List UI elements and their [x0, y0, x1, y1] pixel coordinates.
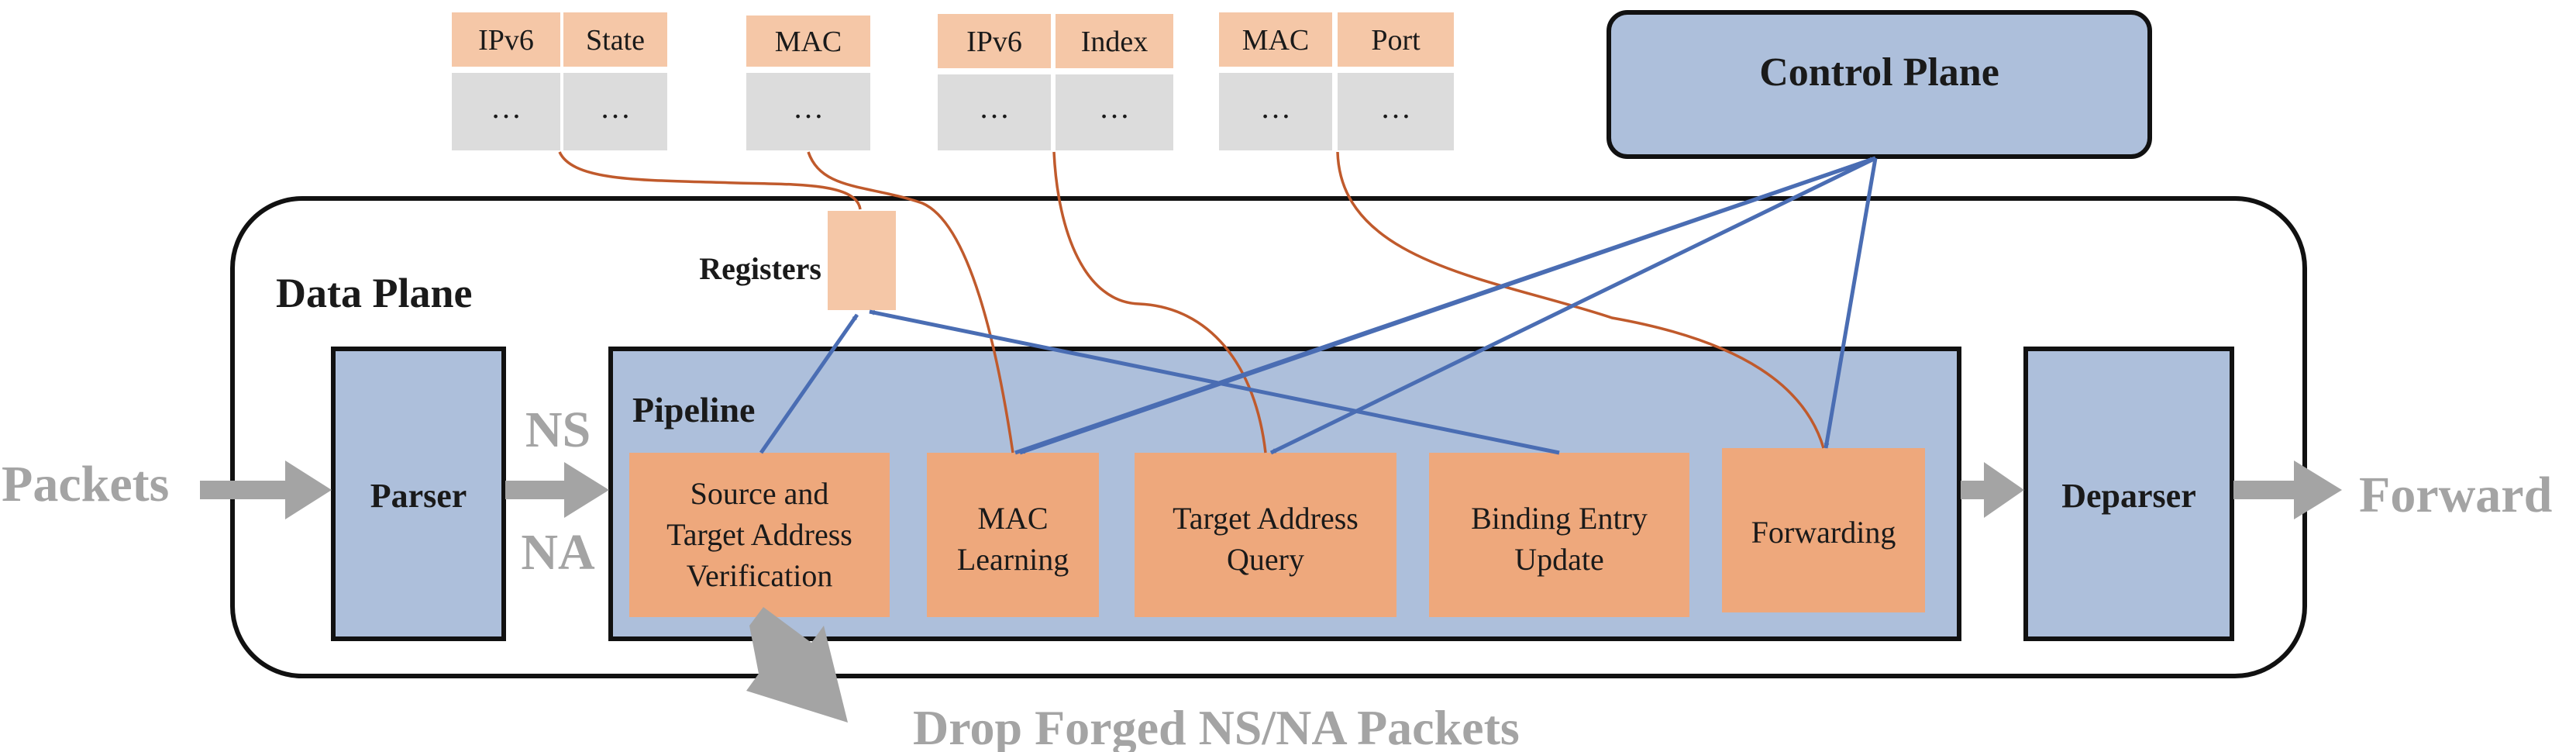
- table-2-header-1-label: MAC: [775, 26, 842, 58]
- arrow-pipeline-to-deparser: [1961, 462, 2024, 518]
- stage-4-line-2: Update: [1514, 542, 1604, 577]
- arrow-packets-to-parser: [200, 461, 332, 519]
- control-arrows: [759, 156, 1878, 455]
- table-2-cell-1-value: …: [793, 90, 824, 125]
- stage-4-line-1: Binding Entry: [1471, 501, 1648, 536]
- parser-box: [331, 347, 506, 641]
- table-1-header-2: [563, 12, 667, 67]
- control-plane-label: Control Plane: [1759, 50, 1999, 95]
- table-1-cell-2-value: …: [600, 90, 631, 125]
- table-3-cell-1: [938, 74, 1051, 150]
- table-2-cell-1: [746, 73, 870, 150]
- deparser-box: [2023, 347, 2234, 641]
- table-1: IPv6 State … …: [452, 12, 667, 150]
- arrow-binding-to-registers: [869, 309, 1560, 455]
- stage-1-line-1: Source and: [690, 476, 829, 511]
- table-4-cell-2: [1338, 73, 1454, 150]
- table-3: IPv6 Index … …: [938, 14, 1173, 150]
- drop-label: Drop Forged NS/NA Packets: [913, 700, 1520, 752]
- stage-5-line-1: Forwarding: [1751, 515, 1896, 550]
- registers-box: [828, 211, 896, 310]
- na-label: NA: [521, 524, 595, 581]
- stage-2-line-1: MAC: [977, 501, 1048, 536]
- arrow-deparser-to-forward: [2233, 461, 2342, 519]
- registers-label: Registers: [699, 251, 821, 286]
- arrow-control-to-target-query: [1269, 156, 1877, 455]
- table-3-cell-1-value: …: [979, 90, 1010, 125]
- stage-mac-learning: [927, 453, 1099, 617]
- table-1-cell-2: [563, 73, 667, 150]
- table-4-header-2-label: Port: [1371, 24, 1421, 57]
- table-1-header-1: [452, 12, 560, 67]
- stage-3-line-1: Target Address: [1173, 501, 1359, 536]
- table-2-header-1: [746, 16, 870, 67]
- flow-arrows: [200, 461, 2342, 723]
- arrow-verification-to-registers: [759, 313, 859, 454]
- table-3-cell-2-value: …: [1099, 90, 1130, 125]
- ns-label: NS: [525, 402, 591, 458]
- stage-forwarding: [1722, 448, 1925, 612]
- table-4-header-2: [1338, 12, 1454, 67]
- table-1-cell-1-value: …: [491, 90, 522, 125]
- arrow-control-to-mac-learning: [1019, 156, 1876, 455]
- table-1-cell-1: [452, 73, 560, 150]
- packets-label: Packets: [2, 456, 169, 512]
- table-2: MAC …: [746, 16, 870, 150]
- pipeline-label: Pipeline: [632, 390, 755, 429]
- deparser-label: Deparser: [2061, 477, 2196, 515]
- stage-1-line-2: Target Address: [666, 517, 852, 552]
- table-4-header-1: [1219, 12, 1332, 67]
- table-1-header-1-label: IPv6: [478, 24, 534, 57]
- forward-label: Forward: [2359, 467, 2552, 523]
- link-table1-registers: [558, 151, 862, 210]
- table-3-header-1-label: IPv6: [966, 26, 1022, 58]
- stage-target-address-query: [1135, 453, 1396, 617]
- table-3-cell-2: [1056, 74, 1173, 150]
- table-3-header-2-label: Index: [1081, 26, 1149, 58]
- parser-label: Parser: [370, 477, 467, 515]
- link-table2-mac-learning: [807, 151, 1014, 454]
- data-plane-box: [230, 196, 2307, 678]
- table-4-header-1-label: MAC: [1242, 24, 1310, 57]
- control-plane-box: [1607, 10, 2152, 159]
- stage-3-line-2: Query: [1227, 542, 1304, 577]
- table-4-cell-2-value: …: [1380, 90, 1411, 125]
- arrow-control-to-forwarding: [1824, 157, 1878, 449]
- arrow-parser-to-pipeline: [505, 462, 609, 518]
- link-table4-forwarding: [1336, 151, 1825, 449]
- table-4-cell-1: [1219, 73, 1332, 150]
- table-4-cell-1-value: …: [1260, 90, 1291, 125]
- table-3-header-2: [1056, 14, 1173, 68]
- data-plane-label: Data Plane: [276, 270, 472, 316]
- table-links: [558, 151, 1825, 454]
- table-3-header-1: [938, 14, 1051, 68]
- table-4: MAC Port … …: [1219, 12, 1454, 150]
- stage-binding-entry-update: [1429, 453, 1689, 617]
- arrow-drop: [746, 607, 848, 723]
- stage-1-line-3: Verification: [687, 558, 833, 593]
- stage-address-verification: [629, 453, 890, 617]
- table-1-header-2-label: State: [586, 24, 645, 57]
- link-table3-target-query: [1052, 151, 1267, 454]
- stage-2-line-2: Learning: [957, 542, 1069, 577]
